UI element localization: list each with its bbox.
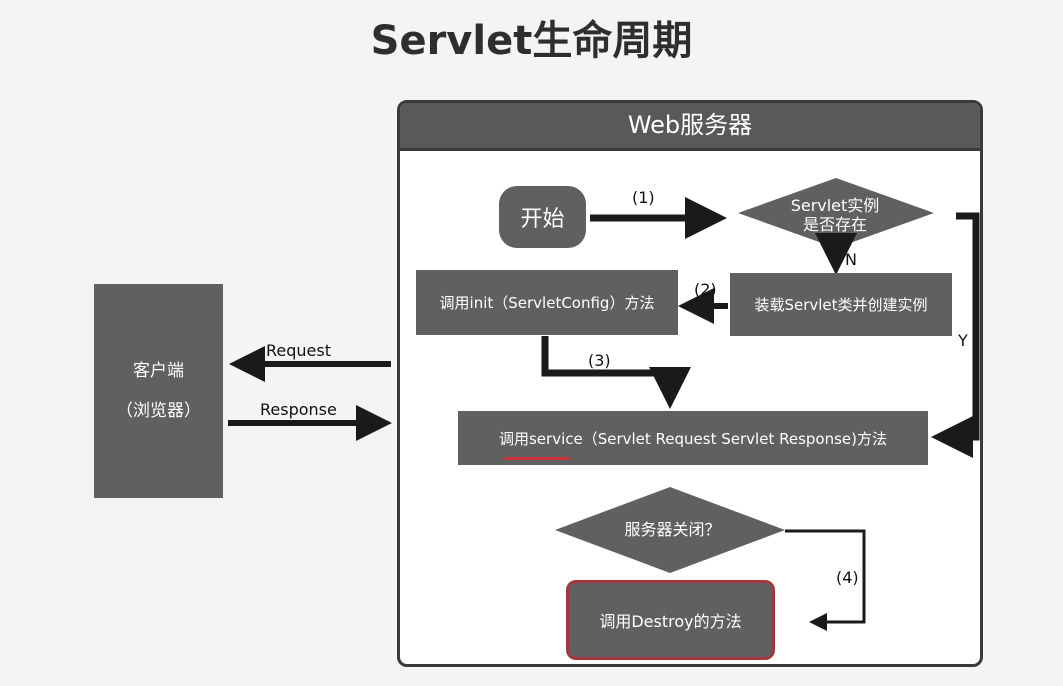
service-underline bbox=[503, 457, 570, 460]
init-method-box: 调用init（ServletConfig）方法 bbox=[416, 270, 678, 335]
step-4-label: (4) bbox=[836, 568, 859, 587]
servlet-exists-line1: Servlet实例 bbox=[790, 196, 880, 215]
no-label: N bbox=[845, 250, 857, 269]
client-browser-box: 客户端 （浏览器） bbox=[94, 284, 223, 498]
servlet-exists-line2: 是否存在 bbox=[802, 215, 867, 234]
service-method-box: 调用service（Servlet Request Servlet Respon… bbox=[458, 411, 928, 465]
request-label: Request bbox=[266, 341, 331, 360]
arrow-init-to-service bbox=[541, 336, 691, 409]
page-title: Servlet生命周期 bbox=[370, 18, 693, 64]
load-servlet-box: 装载Servlet类并创建实例 bbox=[730, 273, 952, 336]
client-sublabel: （浏览器） bbox=[116, 401, 201, 421]
destroy-method-box: 调用Destroy的方法 bbox=[566, 580, 775, 660]
servlet-exists-diamond bbox=[738, 178, 934, 248]
arrow-check-to-service bbox=[931, 212, 980, 458]
yes-label: Y bbox=[958, 331, 968, 350]
step-1-label: (1) bbox=[632, 188, 655, 207]
client-label: 客户端 bbox=[133, 361, 184, 381]
start-node: 开始 bbox=[499, 186, 586, 248]
step-2-label: (2) bbox=[694, 280, 717, 299]
server-shutdown-diamond bbox=[555, 487, 785, 573]
step-3-label: (3) bbox=[588, 351, 611, 370]
servlet-exists-label: Servlet实例 是否存在 bbox=[760, 196, 910, 234]
arrow-shutdown-to-destroy bbox=[785, 529, 866, 631]
web-server-header: Web服务器 bbox=[400, 103, 980, 151]
response-label: Response bbox=[260, 400, 337, 419]
server-shutdown-label: 服务器关闭？ bbox=[624, 520, 721, 539]
